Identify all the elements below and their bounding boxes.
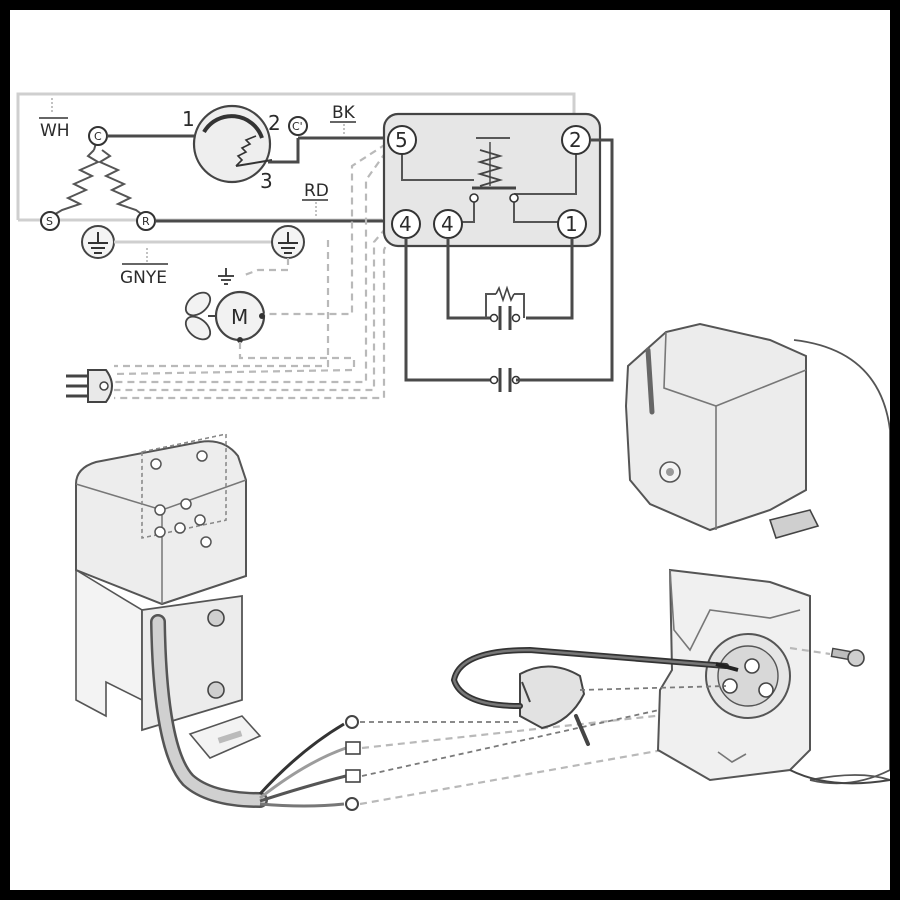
compressor-illustration [450, 322, 890, 785]
gnye-label: GNYE [120, 268, 167, 288]
relay-terminal-5 [387, 125, 417, 155]
protector-pin-2: 2 [268, 111, 281, 135]
ground-icon-compressor [81, 225, 115, 259]
relay-terminal-screws [150, 450, 212, 548]
fan-blade-icon [184, 291, 212, 341]
compressor-windings: C S R [40, 126, 156, 231]
ground-icon-main [271, 225, 305, 259]
relay-unit-illustration [75, 433, 731, 811]
terminal-start [40, 211, 60, 231]
svg-text:R: R [142, 215, 150, 228]
rd-label: RD [304, 181, 329, 201]
dashed-wiring [113, 143, 392, 400]
svg-text:4: 4 [441, 212, 454, 236]
svg-text:4: 4 [399, 212, 412, 236]
protector-pin-3: 3 [260, 169, 273, 193]
svg-text:C: C [94, 130, 102, 143]
run-winding [97, 149, 145, 217]
wh-label: WH [40, 121, 70, 141]
relay-coil [476, 149, 504, 187]
fan-motor-label: M [231, 305, 248, 329]
power-plug-icon [66, 369, 113, 403]
svg-text:5: 5 [395, 128, 408, 152]
fan-motor: M [184, 268, 266, 343]
overload-protector-part [519, 665, 590, 746]
bk-label: BK [332, 103, 356, 123]
start-relay: 5 2 4 4 1 [382, 112, 602, 248]
schematic: WH C S R 1 2 3 C' [16, 92, 614, 403]
protector-pin-1: 1 [182, 107, 195, 131]
cable-lugs [345, 715, 361, 811]
run-capacitor [404, 238, 534, 392]
wiring-diagram: WH C S R 1 2 3 C' [16, 92, 890, 811]
terminal-c-prime [288, 116, 308, 136]
wiring-diagram-canvas: WH C S R 1 2 3 C' [10, 10, 890, 890]
screw-icon [830, 647, 865, 667]
ground-icon-fan [218, 268, 234, 285]
start-capacitor [446, 238, 574, 330]
svg-text:S: S [46, 215, 53, 228]
start-winding [51, 149, 101, 217]
bleed-resistor [495, 285, 515, 303]
svg-text:C': C' [292, 120, 303, 133]
outer-boundary [16, 92, 576, 220]
svg-text:2: 2 [569, 128, 582, 152]
overload-protector: 1 2 3 [182, 104, 281, 193]
svg-text:1: 1 [565, 212, 578, 236]
cable-wires [258, 722, 347, 808]
